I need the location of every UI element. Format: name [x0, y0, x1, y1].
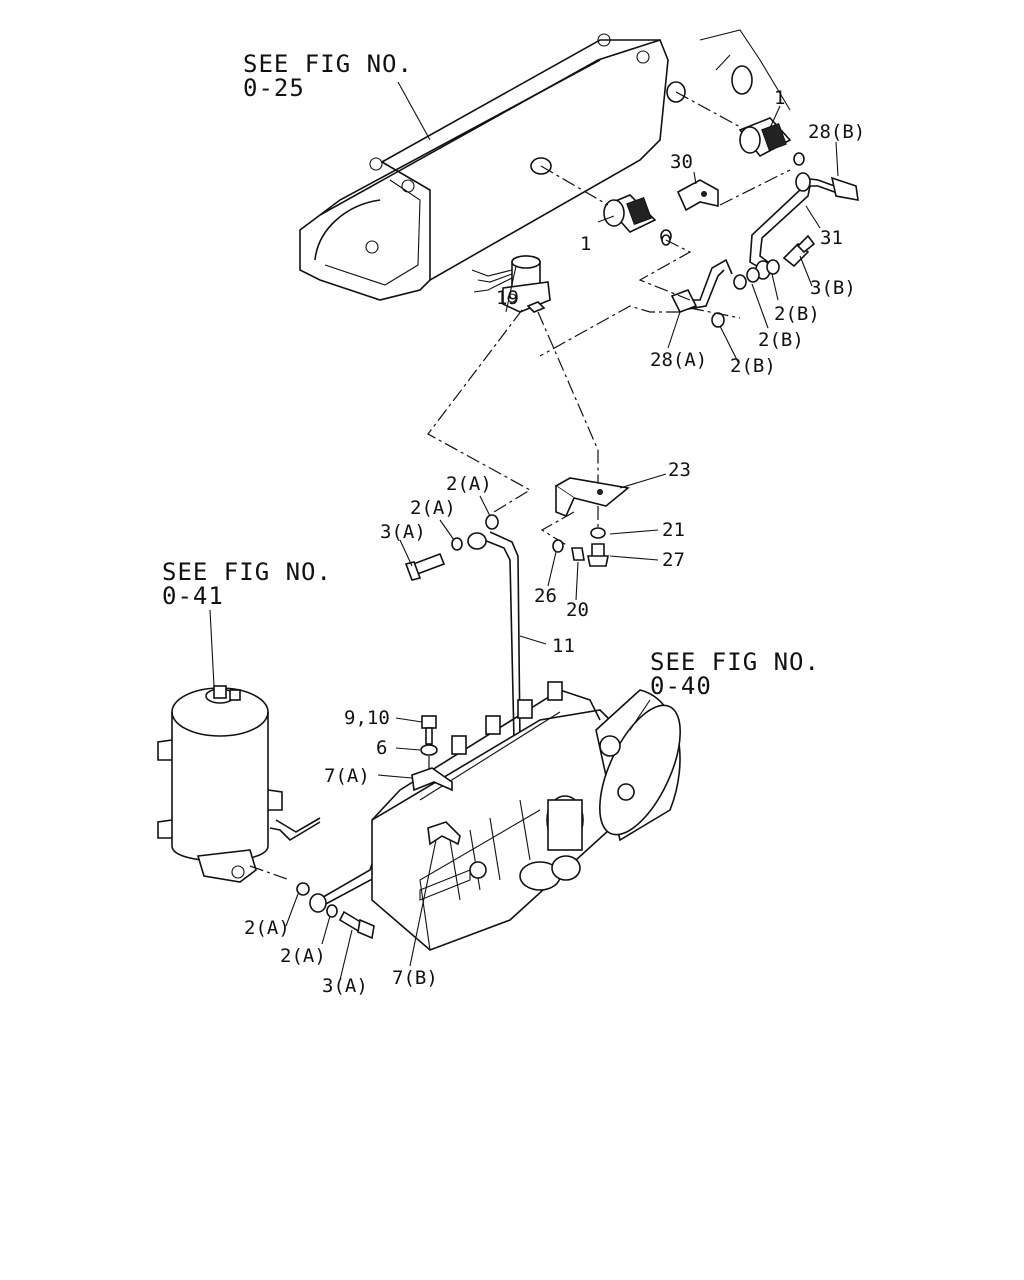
clip-7a [411, 767, 453, 792]
injection-pump [371, 681, 681, 951]
washer-21 [590, 527, 606, 539]
callout-31: 31 [820, 227, 843, 249]
callout-3a-top: 3(A) [380, 521, 426, 543]
ref-0-25-line2: 0-25 [243, 74, 305, 102]
callout-labels: 1 28(B) 30 31 1 3(B) 2(B) 2(B) 28(A) 2(B… [244, 87, 865, 997]
callout-2a-bot1: 2(A) [244, 917, 290, 939]
callout-7b: 7(B) [392, 967, 438, 989]
callout-2a-top1: 2(A) [446, 473, 492, 495]
washer-26 [552, 539, 564, 553]
ref-fig-0-41: SEE FIG NO. 0-41 [162, 558, 332, 610]
washer-6 [420, 744, 438, 756]
ref-0-40-line1: SEE FIG NO. [650, 648, 820, 676]
callout-7a: 7(A) [324, 765, 370, 787]
ref-0-25-line1: SEE FIG NO. [243, 50, 413, 78]
callout-2b-1: 2(B) [774, 303, 820, 325]
callout-3b: 3(B) [810, 277, 856, 299]
callout-19: 19 [496, 287, 519, 309]
callout-2a-top2: 2(A) [410, 497, 456, 519]
callout-1-lower: 1 [580, 233, 591, 255]
leader-lines [285, 105, 839, 981]
solenoid-19 [471, 255, 551, 313]
ref-0-40-line2: 0-40 [650, 672, 712, 700]
callout-26: 26 [534, 585, 557, 607]
fuel-filter [157, 685, 321, 883]
bracket-30 [676, 179, 719, 212]
ref-0-41-line1: SEE FIG NO. [162, 558, 332, 586]
callout-11: 11 [552, 635, 575, 657]
ref-fig-0-25: SEE FIG NO. 0-25 [243, 50, 413, 102]
callout-27: 27 [662, 549, 685, 571]
callout-6: 6 [376, 737, 387, 759]
callout-3a-bot: 3(A) [322, 975, 368, 997]
callout-2b-3: 2(B) [730, 355, 776, 377]
clip-7b [427, 821, 461, 846]
callout-2a-bot2: 2(A) [280, 945, 326, 967]
intake-manifold [299, 29, 791, 301]
callout-23: 23 [668, 459, 691, 481]
callout-28b: 28(B) [808, 121, 865, 143]
callout-28a: 28(A) [650, 349, 707, 371]
callout-21: 21 [662, 519, 685, 541]
ref-0-41-line2: 0-41 [162, 582, 224, 610]
callout-30: 30 [670, 151, 693, 173]
pipe-28a [670, 258, 733, 314]
callout-20: 20 [566, 599, 589, 621]
pipe-31 [749, 172, 859, 280]
callout-1-upper: 1 [774, 87, 785, 109]
bolt-9-10 [421, 715, 437, 745]
bracket-23 [554, 477, 630, 518]
ref-fig-0-40: SEE FIG NO. 0-40 [650, 648, 820, 700]
nut-20 [571, 547, 585, 561]
callout-2b-2: 2(B) [758, 329, 804, 351]
callout-9-10: 9,10 [344, 707, 390, 729]
bolt-27 [587, 543, 609, 567]
sensor-upper [675, 91, 805, 166]
sensor-lower [540, 165, 672, 243]
